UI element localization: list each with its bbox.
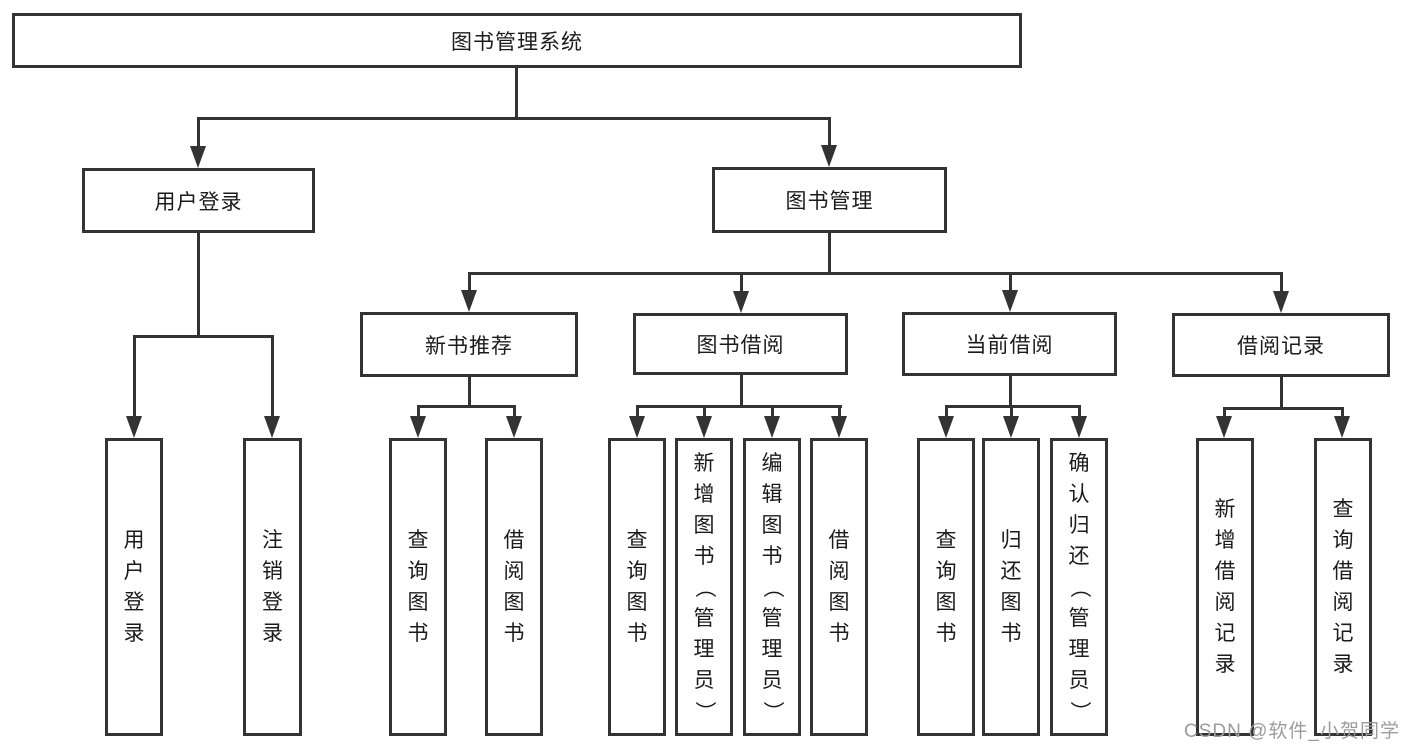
connector-record-stub — [1280, 377, 1283, 408]
connector-arrow-shaft — [1010, 405, 1013, 416]
arrow-down-icon — [1334, 416, 1350, 438]
connector-arrow-shaft — [771, 405, 774, 416]
node-library-system-label: 图书管理系统 — [451, 30, 583, 54]
connector-current-hline — [945, 405, 1081, 408]
connector-arrow-shaft — [1078, 405, 1081, 416]
leaf-add-borrow-record: 新增借阅记录 — [1196, 438, 1254, 736]
leaf-query-books-3: 查询图书 — [917, 438, 975, 736]
arrow-down-icon — [629, 416, 645, 438]
arrow-down-icon — [506, 416, 522, 438]
connector-borrow-stub — [740, 375, 743, 406]
arrow-down-icon — [1273, 291, 1289, 313]
arrow-down-icon — [126, 416, 142, 438]
connector-arrow-shaft — [133, 335, 136, 416]
connector-current-stub — [1009, 376, 1012, 406]
connector-mgmt-stub — [828, 233, 831, 273]
connector-record-hline — [1223, 407, 1344, 410]
connector-arrow-shaft — [468, 272, 471, 290]
arrow-down-icon — [461, 290, 477, 312]
connector-newbook-hline — [417, 405, 516, 408]
node-current-borrow-label: 当前借阅 — [965, 334, 1054, 357]
node-borrow-records-label: 借阅记录 — [1237, 335, 1325, 358]
arrow-down-icon — [1002, 290, 1018, 312]
leaf-borrow-books-1: 借阅图书 — [485, 438, 543, 736]
connector-arrow-shaft — [828, 117, 831, 145]
connector-newbook-stub — [468, 377, 471, 406]
connector-login-stub — [197, 233, 200, 336]
arrow-down-icon — [410, 416, 426, 438]
connector-arrow-shaft — [197, 117, 200, 146]
node-new-book-recommend-label: 新书推荐 — [425, 334, 513, 358]
leaf-user-login: 用户登录 — [105, 438, 163, 736]
connector-arrow-shaft — [1341, 407, 1344, 416]
connector-login-hline — [133, 335, 274, 338]
node-book-borrow-label: 图书借阅 — [696, 334, 785, 357]
arrow-down-icon — [821, 145, 837, 167]
arrow-down-icon — [1216, 416, 1232, 438]
connector-arrow-shaft — [740, 272, 743, 291]
node-borrow-records: 借阅记录 — [1172, 313, 1390, 377]
node-library-system: 图书管理系统 — [12, 13, 1022, 68]
leaf-borrow-books-2: 借阅图书 — [810, 438, 868, 736]
arrow-down-icon — [764, 416, 780, 438]
leaf-confirm-return-admin: 确认归还（管理员） — [1050, 438, 1108, 736]
connector-arrow-shaft — [417, 405, 420, 416]
connector-arrow-shaft — [271, 335, 274, 416]
connector-arrow-shaft — [636, 405, 639, 416]
connector-root-hline — [197, 117, 831, 120]
arrow-down-icon — [733, 291, 749, 313]
connector-arrow-shaft — [945, 405, 948, 416]
arrow-down-icon — [1003, 416, 1019, 438]
node-current-borrow: 当前借阅 — [902, 312, 1117, 376]
leaf-query-books-1: 查询图书 — [389, 438, 447, 736]
node-new-book-recommend: 新书推荐 — [360, 312, 578, 377]
arrow-down-icon — [190, 146, 206, 168]
arrow-down-icon — [1071, 416, 1087, 438]
leaf-add-books-admin: 新增图书（管理员） — [675, 438, 733, 736]
arrow-down-icon — [938, 416, 954, 438]
node-user-login-label: 用户登录 — [154, 190, 243, 214]
connector-mgmt-hline — [468, 272, 1283, 275]
connector-arrow-shaft — [838, 405, 841, 416]
connector-arrow-shaft — [1223, 407, 1226, 416]
connector-arrow-shaft — [513, 405, 516, 416]
connector-borrow-hline — [636, 405, 842, 408]
node-book-management: 图书管理 — [712, 167, 947, 233]
node-book-management-label: 图书管理 — [785, 190, 874, 213]
leaf-edit-books-admin: 编辑图书（管理员） — [743, 438, 801, 736]
leaf-return-books: 归还图书 — [982, 438, 1040, 736]
connector-arrow-shaft — [1009, 272, 1012, 290]
csdn-watermark: CSDN @软件_小贺同学 — [1184, 721, 1400, 742]
arrow-down-icon — [696, 416, 712, 438]
leaf-query-borrow-record: 查询借阅记录 — [1314, 438, 1372, 736]
connector-arrow-shaft — [703, 405, 706, 416]
leaf-logout: 注销登录 — [243, 438, 302, 736]
arrow-down-icon — [264, 416, 280, 438]
node-user-login: 用户登录 — [82, 168, 315, 233]
connector-arrow-shaft — [1280, 272, 1283, 291]
arrow-down-icon — [831, 416, 847, 438]
node-book-borrow: 图书借阅 — [633, 313, 848, 375]
leaf-query-books-2: 查询图书 — [608, 438, 666, 736]
connector-root-stub — [515, 68, 518, 118]
